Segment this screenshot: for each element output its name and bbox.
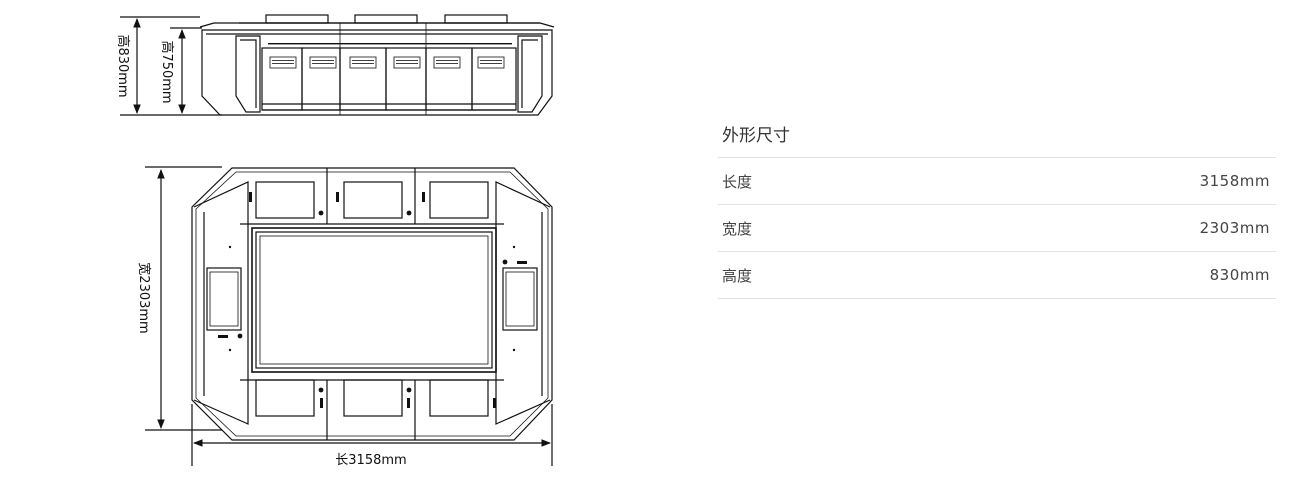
spec-label: 长度	[722, 172, 753, 191]
length-label: 长3158mm	[335, 453, 406, 468]
spec-row-width: 宽度 2303mm	[718, 205, 1276, 252]
outer-height-label: 高830mm	[115, 34, 131, 97]
spec-label: 宽度	[722, 219, 753, 238]
side-view-drawing	[199, 14, 555, 116]
top-view-dimension-lines	[145, 166, 553, 466]
width-label: 宽2303mm	[136, 262, 152, 333]
spec-row-length: 长度 3158mm	[718, 158, 1276, 205]
dimension-drawing: 高830mm 高750mm	[115, 14, 555, 468]
side-view-dimension-lines	[120, 16, 222, 116]
spec-label: 高度	[722, 266, 753, 285]
inner-height-label: 高750mm	[159, 40, 175, 103]
side-view-dots	[268, 43, 512, 64]
spec-row-height: 高度 830mm	[718, 252, 1276, 299]
spec-value: 3158mm	[1199, 172, 1270, 190]
top-view-drawing	[191, 167, 553, 441]
spec-title: 外形尺寸	[718, 110, 1276, 158]
spec-value: 830mm	[1209, 266, 1270, 284]
spec-value: 2303mm	[1199, 219, 1270, 237]
dimension-spec-table: 外形尺寸 长度 3158mm 宽度 2303mm 高度 830mm	[718, 110, 1276, 299]
top-view-buttons	[218, 192, 527, 408]
